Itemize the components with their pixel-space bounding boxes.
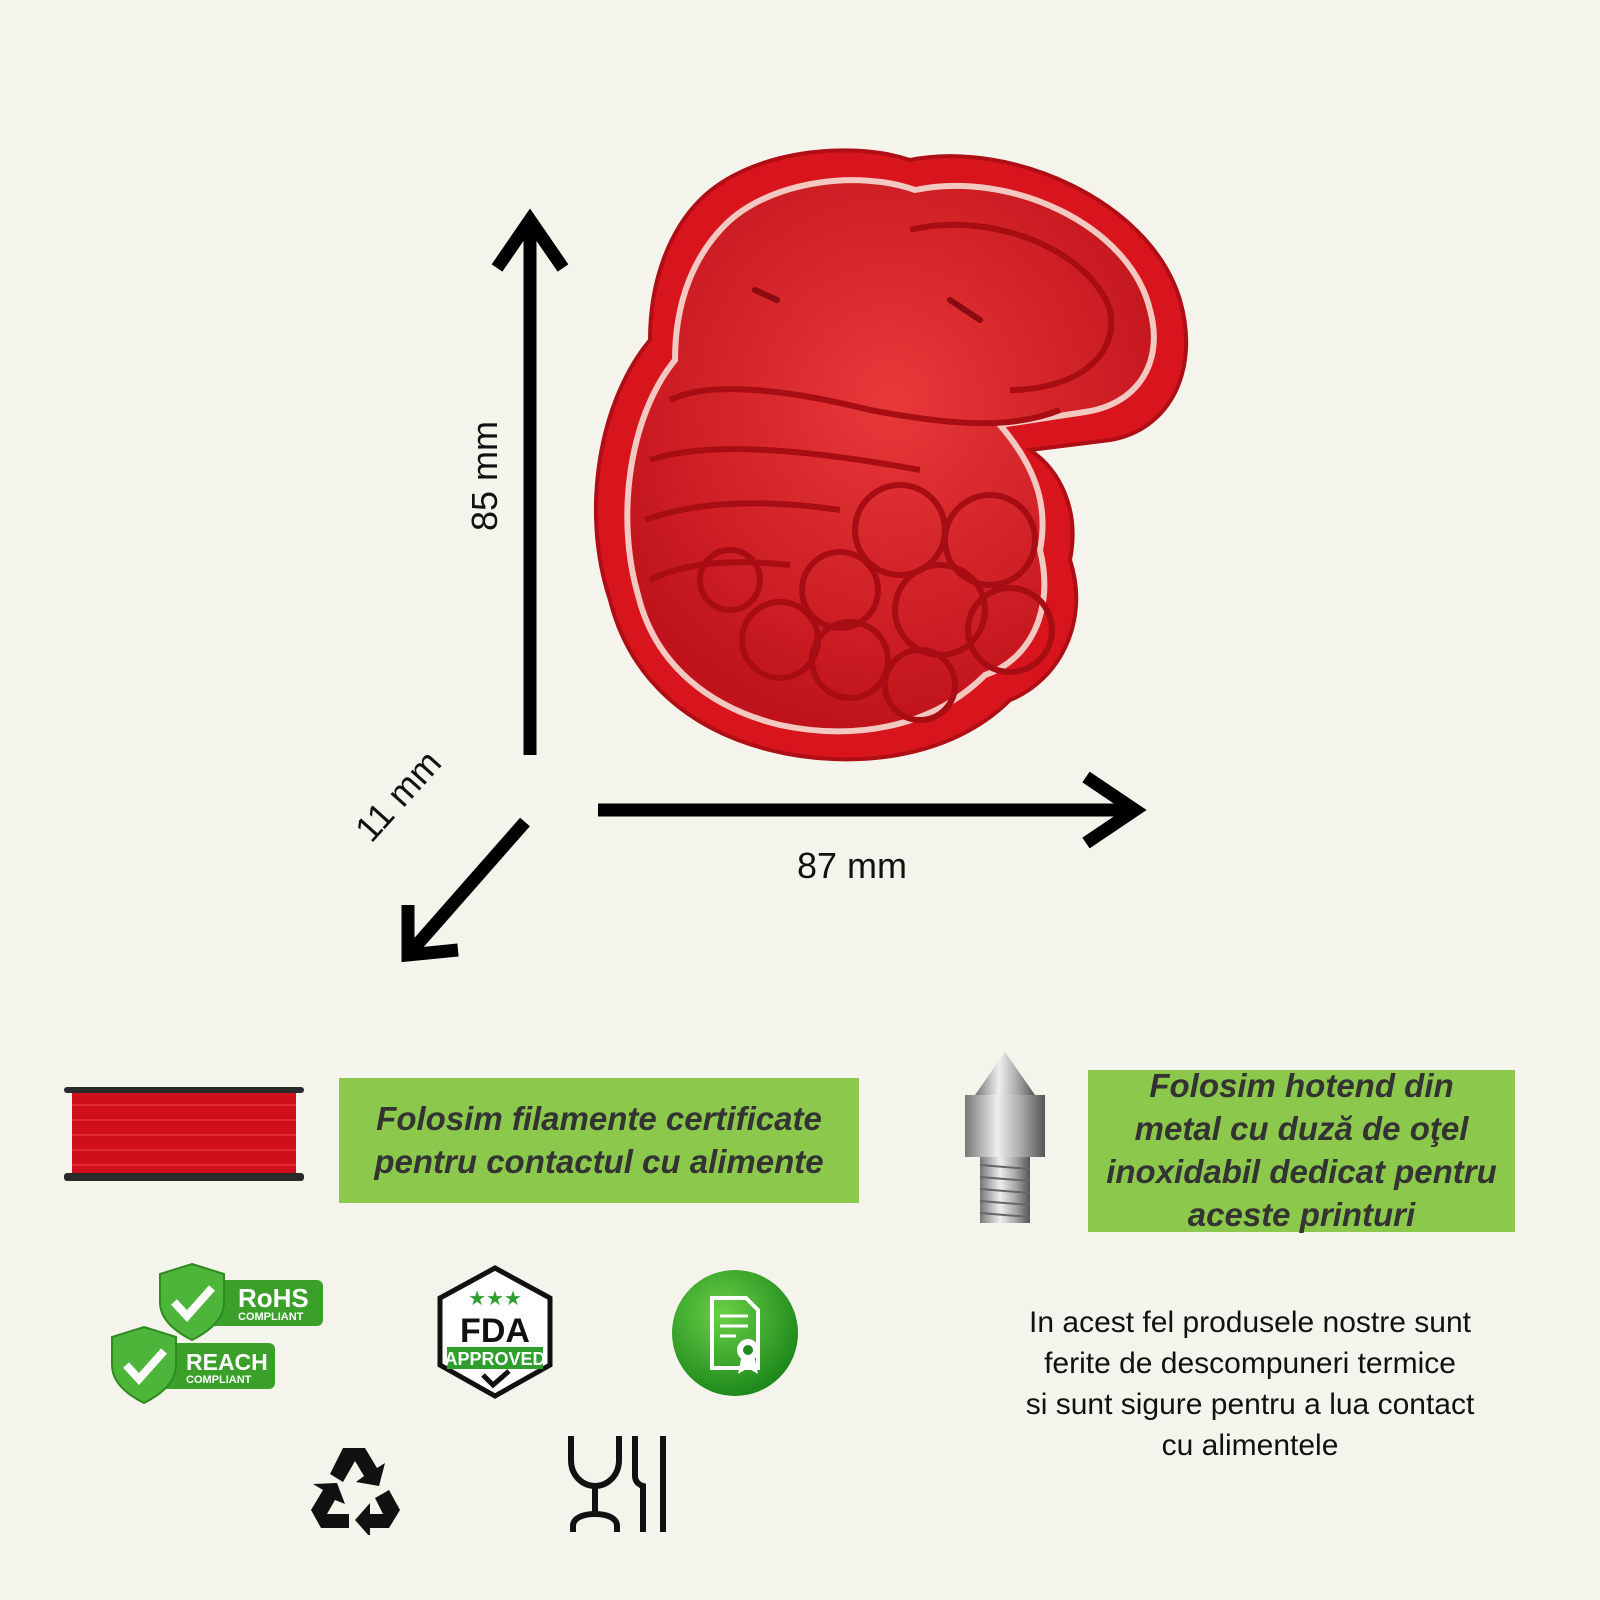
fda-approved-badge: ★★★ FDA APPROVED bbox=[437, 1265, 553, 1399]
reach-badge: REACH COMPLIANT bbox=[111, 1325, 275, 1405]
food-safe-icon bbox=[568, 1436, 666, 1532]
safety-info-text: In acest fel produsele nostre sunt ferit… bbox=[1025, 1306, 1475, 1462]
recycle-icon bbox=[311, 1448, 400, 1535]
height-label: 85 mm bbox=[464, 420, 506, 532]
rohs-title: RoHS bbox=[238, 1283, 309, 1313]
stars-icon: ★★★ bbox=[468, 1286, 522, 1310]
certificate-icon bbox=[672, 1270, 798, 1396]
hotend-info-box: Folosim hotend din metal cu duză de oţel… bbox=[1088, 1067, 1515, 1233]
rohs-subtitle: COMPLIANT bbox=[238, 1311, 304, 1323]
reach-subtitle: COMPLIANT bbox=[186, 1374, 252, 1386]
fda-subtitle: APPROVED bbox=[444, 1349, 545, 1369]
reach-title: REACH bbox=[186, 1349, 268, 1375]
dimension-arrows bbox=[401, 208, 1147, 963]
depth-arrow bbox=[403, 817, 530, 960]
filament-info-box: Folosim filamente certificate pentru con… bbox=[339, 1078, 859, 1203]
hotend-info-text: Folosim hotend din metal cu duză de oţel… bbox=[1106, 1067, 1497, 1233]
filament-info-text: Folosim filamente certificate pentru con… bbox=[374, 1099, 824, 1180]
cookie-cutter-image bbox=[593, 148, 1189, 762]
nozzle-image bbox=[965, 1052, 1045, 1223]
filament-spool-image bbox=[64, 1087, 304, 1181]
fda-title: FDA bbox=[460, 1312, 530, 1350]
width-label: 87 mm bbox=[797, 845, 908, 886]
rohs-badge: RoHS COMPLIANT bbox=[159, 1262, 323, 1342]
